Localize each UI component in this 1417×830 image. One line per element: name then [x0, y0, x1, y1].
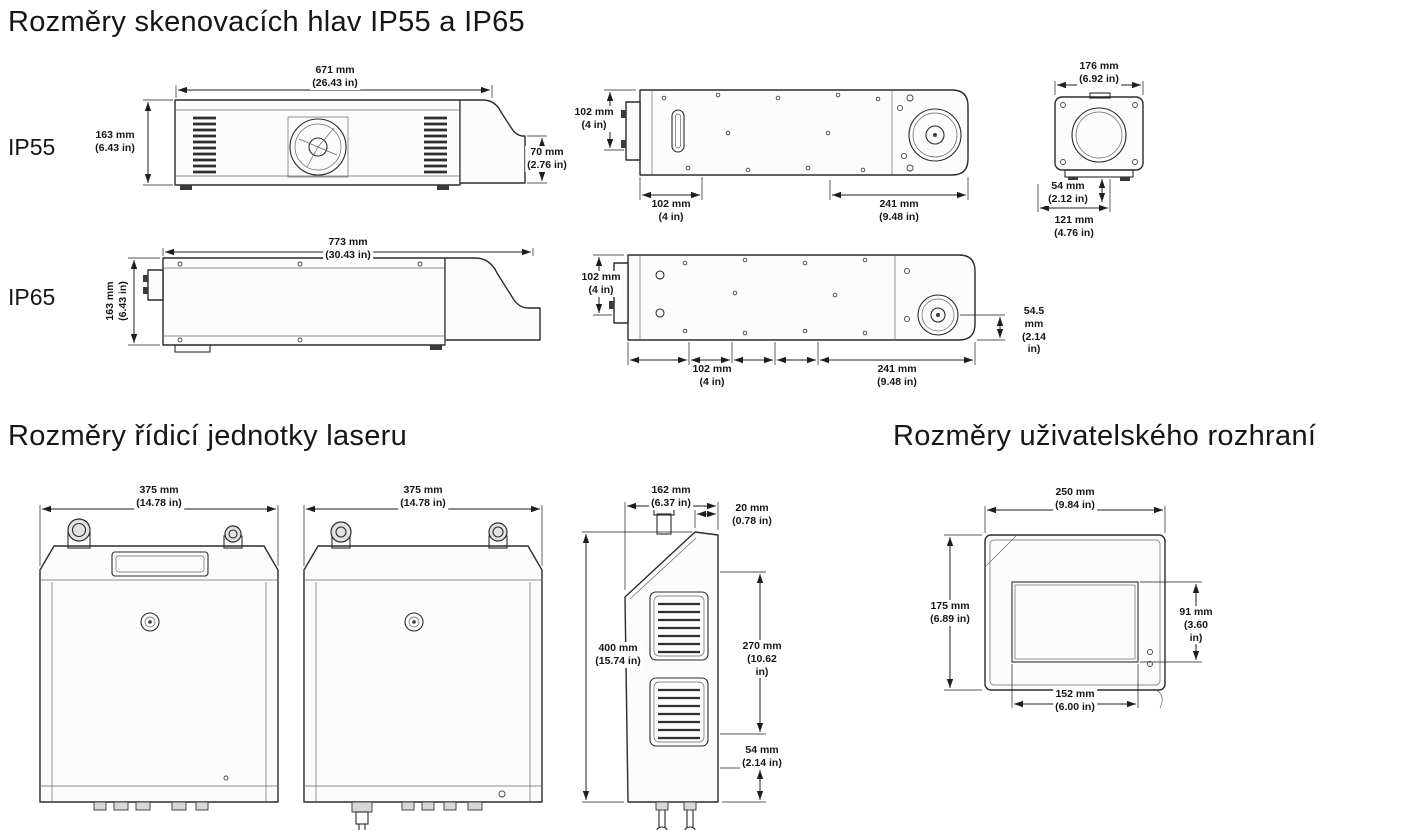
top-connector	[656, 513, 672, 535]
cooling-fan	[287, 116, 349, 178]
controller-back-drawing	[303, 505, 543, 830]
controller-back-view: 375 mm (14.78 in)	[292, 482, 554, 830]
ui-screen	[1011, 581, 1139, 663]
ip55-side-view: 671 mm (26.43 in) 163 mm (6.43 in) 70 mm…	[85, 62, 605, 202]
dim-ui-screen-width: 152 mm (6.00 in)	[1053, 688, 1097, 714]
round-cap	[330, 521, 352, 549]
ip65-side-drawing	[128, 248, 541, 353]
controller-front-view: 375 mm (14.78 in)	[28, 482, 290, 827]
dim-controller-side-depth: 162 mm (6.37 in)	[649, 484, 693, 510]
dim-controller-back-width: 375 mm (14.78 in)	[398, 484, 448, 510]
vent-grille-left	[193, 116, 216, 174]
ip55-top-drawing	[604, 89, 969, 200]
vent-panel-lower	[649, 677, 709, 747]
mounting-holes	[682, 257, 911, 336]
hose-connectors	[655, 801, 697, 830]
vent-grille-right	[424, 116, 447, 174]
dim-controller-side-top-offset: 20 mm (0.78 in)	[730, 502, 774, 528]
top-recess-panel	[111, 551, 209, 577]
controller-side-view: 162 mm (6.37 in) 20 mm (0.78 in) 400 mm …	[560, 482, 808, 830]
ip55-side-drawing	[143, 85, 547, 190]
cable-gland	[351, 801, 373, 830]
ip55-front-drawing	[1037, 81, 1144, 212]
vent-panel-upper	[649, 591, 709, 661]
bottom-connectors	[401, 801, 483, 811]
emergency-stop-button	[67, 518, 91, 549]
dim-ip55-top-segment-left: 102 mm (4 in)	[649, 198, 693, 224]
dim-ui-height: 175 mm (6.89 in)	[928, 600, 972, 626]
dim-controller-front-width: 375 mm (14.78 in)	[134, 484, 184, 510]
ip65-top-view: 102 mm (4 in) 102 mm (4 in) 241 mm (9.48…	[579, 243, 1065, 393]
dim-ip55-side-width: 671 mm (26.43 in)	[310, 64, 360, 90]
lens-barrel	[917, 294, 959, 336]
dim-ui-width: 250 mm (9.84 in)	[1053, 486, 1097, 512]
dim-ip55-side-nose-height: 70 mm (2.76 in)	[525, 146, 569, 172]
mounting-holes	[661, 92, 914, 173]
section-title-scan-heads: Rozměry skenovacích hlav IP55 a IP65	[8, 6, 525, 38]
dim-ip65-top-depth: 102 mm (4 in)	[579, 271, 623, 297]
dim-ip65-top-segment-right: 241 mm (9.48 in)	[875, 363, 919, 389]
bottom-connectors	[93, 801, 209, 811]
dim-ip65-side-width: 773 mm (30.43 in)	[323, 236, 373, 262]
dim-ip65-top-segment-left: 102 mm (4 in)	[690, 363, 734, 389]
ip65-side-view: 773 mm (30.43 in) 163 mm (6.43 in)	[100, 228, 565, 373]
front-connector	[140, 612, 160, 632]
mounting-clip	[1155, 689, 1163, 709]
dim-ip55-front-lens-offset: 54 mm (2.12 in)	[1046, 180, 1090, 206]
row-label-ip55: IP55	[8, 134, 56, 160]
scan-head-nose	[459, 99, 526, 184]
row-label-ip65: IP65	[8, 284, 56, 310]
controller-front-drawing	[39, 505, 279, 811]
dim-ip55-front-base-width: 121 mm (4.76 in)	[1052, 214, 1096, 240]
scan-head-nose	[444, 257, 541, 341]
dim-controller-side-vent-span: 270 mm (10.62 in)	[739, 640, 785, 679]
dim-controller-side-bottom-offset: 54 mm (2.14 in)	[740, 744, 784, 770]
ip55-top-view: 102 mm (4 in) 102 mm (4 in) 241 mm (9.48…	[572, 78, 998, 228]
section-title-ui: Rozměry uživatelského rozhraní	[893, 420, 1317, 452]
lens-barrel	[908, 108, 962, 162]
dim-ui-screen-height: 91 mm (3.60 in)	[1176, 606, 1216, 645]
dim-controller-side-height: 400 mm (15.74 in)	[593, 642, 643, 668]
dim-ip55-top-depth: 102 mm (4 in)	[572, 106, 616, 132]
lens-opening	[1071, 107, 1127, 163]
controller-side-drawing	[582, 502, 766, 830]
front-connector	[404, 612, 424, 632]
ip55-front-view: 176 mm (6.92 in) 54 mm (2.12 in) 121 mm …	[1030, 60, 1180, 254]
dim-ip65-side-height: 163 mm (6.43 in)	[104, 279, 130, 323]
emergency-stop-button	[488, 522, 508, 549]
ip65-top-drawing	[593, 254, 1005, 365]
dim-ip65-top-lens-offset: 54.5 mm (2.14 in)	[1018, 305, 1050, 357]
dim-ip55-side-height: 163 mm (6.43 in)	[93, 129, 137, 155]
key-switch	[223, 525, 243, 549]
section-title-controller: Rozměry řídicí jednotky laseru	[8, 420, 408, 452]
dim-ip55-front-width: 176 mm (6.92 in)	[1077, 60, 1121, 86]
dim-ip55-top-segment-right: 241 mm (9.48 in)	[877, 198, 921, 224]
ui-view: 250 mm (9.84 in) 175 mm (6.89 in) 91 mm …	[920, 482, 1235, 737]
